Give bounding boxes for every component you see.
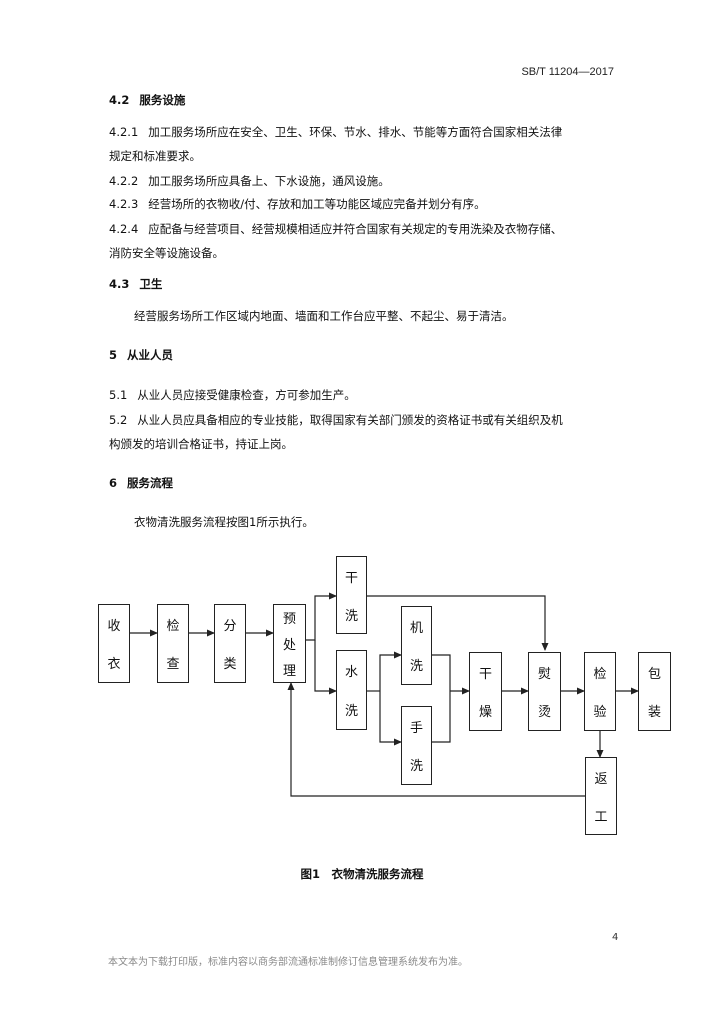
- node-char: 烫: [537, 705, 551, 721]
- flow-node-dryclean: 干 洗: [336, 556, 367, 634]
- clause-text: 加工服务场所应在安全、卫生、环保、节水、排水、节能等方面符合国家相关法律: [148, 125, 563, 139]
- flow-node-pretreat: 预 处 理: [273, 604, 306, 683]
- node-char: 干: [478, 666, 492, 682]
- clause-4-2-3: 4.2.3 经营场所的衣物收/付、存放和加工等功能区域应完备并划分有序。: [109, 197, 486, 211]
- flow-node-rework: 返 工: [585, 757, 617, 835]
- node-char: 熨: [537, 666, 551, 682]
- flow-node-inspect: 检 查: [157, 604, 189, 683]
- node-char: 验: [593, 705, 607, 721]
- clause-number: 4.2.4: [109, 222, 139, 236]
- node-char: 包: [647, 666, 661, 682]
- node-char: 洗: [344, 704, 358, 719]
- section-6-paragraph: 衣物清洗服务流程按图1所示执行。: [134, 515, 314, 529]
- node-char: 检: [593, 666, 607, 682]
- page-number: 4: [612, 932, 619, 943]
- node-char: 收: [107, 618, 121, 634]
- clause-text: 构颁发的培训合格证书，持证上岗。: [109, 437, 293, 451]
- node-char: 机: [409, 620, 423, 636]
- node-char: 理: [282, 663, 296, 679]
- clause-number: 4.2.2: [109, 174, 139, 188]
- footer-note: 本文本为下载打印版，标准内容以商务部流通标准制修订信息管理系统发布为准。: [108, 957, 468, 968]
- arrow-hand-merge: [432, 691, 451, 743]
- clause-text: 规定和标准要求。: [109, 149, 201, 163]
- node-char: 工: [594, 809, 608, 825]
- standard-code: SB/T 11204—2017: [521, 66, 614, 78]
- flow-node-dry: 干 燥: [469, 652, 502, 731]
- clause-text: 从业人员应具备相应的专业技能，取得国家有关部门颁发的资格证书或有关组织及机: [137, 413, 563, 427]
- clause-5-2-cont: 构颁发的培训合格证书，持证上岗。: [109, 437, 293, 451]
- flow-node-receive: 收 衣: [98, 604, 130, 683]
- section-number: 6: [109, 476, 118, 490]
- section-title: 服务设施: [139, 93, 186, 107]
- node-char: 手: [409, 720, 423, 736]
- clause-text: 经营场所的衣物收/付、存放和加工等功能区域应完备并划分有序。: [148, 197, 486, 211]
- flow-node-hand-wash: 手 洗: [401, 706, 432, 785]
- clause-4-2-4-cont: 消防安全等设施设备。: [109, 246, 224, 260]
- node-char: 衣: [107, 657, 121, 673]
- clause-text: 加工服务场所应具备上、下水设施，通风设施。: [148, 174, 390, 188]
- flow-node-iron: 熨 烫: [528, 652, 561, 731]
- node-char: 装: [647, 705, 661, 721]
- clause-text: 从业人员应接受健康检查，方可参加生产。: [137, 388, 356, 402]
- paragraph-text: 衣物清洗服务流程按图1所示执行。: [134, 515, 314, 529]
- flow-node-pack: 包 装: [638, 652, 671, 731]
- section-title: 从业人员: [127, 348, 174, 362]
- clause-number: 5.2: [109, 413, 128, 427]
- section-5-heading: 5 从业人员: [109, 348, 173, 362]
- section-title: 卫生: [139, 277, 163, 291]
- clause-text: 应配备与经营项目、经营规模相适应并符合国家有关规定的专用洗染及衣物存储、: [148, 222, 563, 236]
- clause-4-2-4: 4.2.4 应配备与经营项目、经营规模相适应并符合国家有关规定的专用洗染及衣物存储…: [109, 222, 562, 236]
- flow-node-sort: 分 类: [214, 604, 246, 683]
- figure-caption: 图1 衣物清洗服务流程: [300, 867, 424, 881]
- section-6-heading: 6 服务流程: [109, 476, 173, 490]
- node-char: 干: [344, 570, 358, 586]
- section-number: 4.2: [109, 93, 130, 107]
- section-4-3-heading: 4.3 卫生: [109, 277, 162, 291]
- clause-number: 4.2.1: [109, 125, 139, 139]
- clause-4-2-2: 4.2.2 加工服务场所应具备上、下水设施，通风设施。: [109, 174, 390, 188]
- clause-text: 消防安全等设施设备。: [109, 246, 224, 260]
- node-char: 类: [223, 657, 237, 673]
- node-char: 洗: [344, 608, 358, 624]
- section-number: 5: [109, 348, 118, 362]
- node-char: 查: [166, 657, 180, 673]
- arrow-pretreat-wetwash: [314, 640, 337, 695]
- arrow-rework-pretreat: [287, 682, 585, 797]
- arrow-machine-merge: [432, 654, 451, 691]
- arrow-wetwash-machine: [379, 651, 402, 691]
- section-title: 服务流程: [127, 476, 174, 490]
- clause-5-2: 5.2 从业人员应具备相应的专业技能，取得国家有关部门颁发的资格证书或有关组织及机: [109, 413, 563, 427]
- clause-4-2-1-cont: 规定和标准要求。: [109, 149, 201, 163]
- flow-node-check: 检 验: [584, 652, 616, 731]
- clause-5-1: 5.1 从业人员应接受健康检查，方可参加生产。: [109, 388, 356, 402]
- clause-number: 5.1: [109, 388, 128, 402]
- node-char: 燥: [478, 705, 492, 721]
- section-number: 4.3: [109, 277, 130, 291]
- node-char: 处: [282, 637, 296, 653]
- clause-4-2-1: 4.2.1 加工服务场所应在安全、卫生、环保、节水、排水、节能等方面符合国家相关法…: [109, 125, 562, 139]
- node-char: 分: [223, 618, 237, 634]
- clause-number: 4.2.3: [109, 197, 139, 211]
- arrow-wetwash-hand: [379, 691, 402, 746]
- section-4-3-paragraph: 经营服务场所工作区域内地面、墙面和工作台应平整、不起尘、易于清洁。: [134, 309, 514, 323]
- paragraph-text: 经营服务场所工作区域内地面、墙面和工作台应平整、不起尘、易于清洁。: [134, 309, 514, 323]
- node-char: 水: [344, 665, 358, 680]
- flow-node-machine-wash: 机 洗: [401, 606, 432, 685]
- node-char: 返: [594, 771, 608, 787]
- node-char: 洗: [409, 659, 423, 675]
- arrow-pretreat-dryclean: [306, 592, 337, 641]
- node-char: 预: [282, 612, 296, 628]
- node-char: 检: [166, 618, 180, 634]
- node-char: 洗: [409, 759, 423, 775]
- section-4-2-heading: 4.2 服务设施: [109, 93, 185, 107]
- flow-node-wetwash: 水 洗: [336, 650, 367, 730]
- arrow-dryclean-iron: [367, 595, 549, 651]
